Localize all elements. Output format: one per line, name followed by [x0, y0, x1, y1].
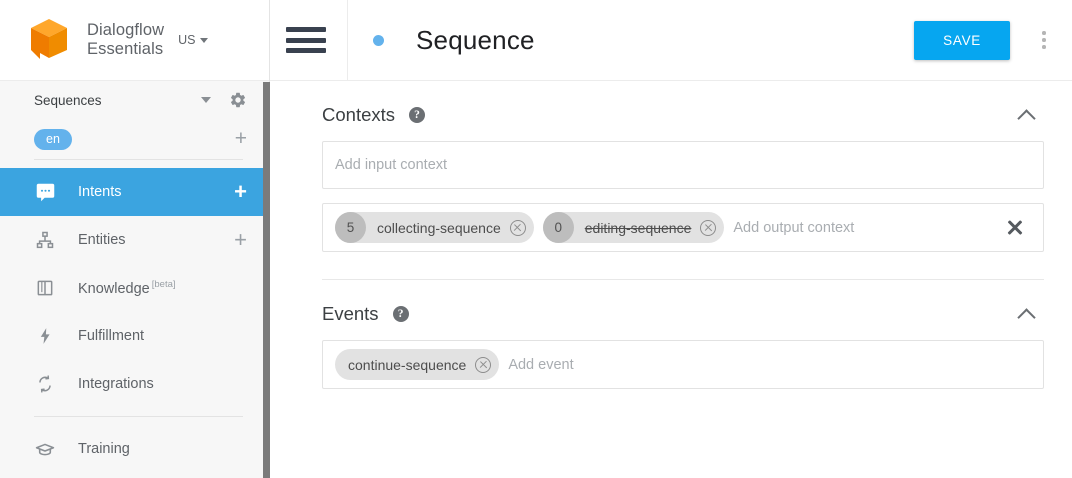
chat-bubble-icon: [34, 181, 56, 203]
event-placeholder: Add event: [508, 356, 574, 373]
chevron-up-icon[interactable]: [1018, 305, 1036, 323]
events-section-header: Events ?: [322, 280, 1044, 340]
sidebar-item-label: Entities: [78, 232, 126, 248]
top-bar: Sequence SAVE: [270, 0, 1072, 81]
intent-editor-content: Contexts ? Add input context 5 collectin…: [270, 81, 1072, 389]
context-lifespan-badge: 0: [542, 212, 574, 243]
lightning-bolt-icon: [34, 325, 56, 347]
event-chip[interactable]: continue-sequence: [335, 349, 500, 380]
agent-name: Sequences: [34, 92, 102, 108]
beta-badge: [beta]: [151, 279, 176, 291]
sidebar-item-integrations[interactable]: Integrations: [0, 360, 269, 408]
chevron-down-icon: [199, 37, 208, 43]
sidebar-scrollbar[interactable]: [263, 82, 270, 478]
sidebar-divider: [34, 159, 243, 160]
event-name: continue-sequence: [348, 356, 467, 373]
chevron-down-icon[interactable]: [201, 97, 211, 103]
main-panel: Sequence SAVE Contexts ? Add input conte…: [270, 0, 1072, 478]
brand-title: Dialogflow Essentials: [87, 21, 164, 59]
agent-selector-row[interactable]: Sequences: [0, 81, 269, 119]
brand-line-1: Dialogflow: [87, 21, 165, 39]
add-language-button[interactable]: +: [234, 127, 247, 150]
sidebar-item-label: Fulfillment: [78, 328, 145, 344]
context-lifespan-badge: 5: [335, 212, 366, 243]
sidebar-item-fulfillment[interactable]: Fulfillment: [0, 312, 269, 360]
language-pill-en[interactable]: en: [34, 128, 72, 150]
help-circle-icon[interactable]: ?: [392, 306, 409, 322]
output-context-field[interactable]: 5 collecting-sequence 0 editing-sequence…: [322, 203, 1044, 252]
region-selector[interactable]: US: [178, 33, 208, 47]
add-entity-button[interactable]: +: [234, 227, 247, 252]
help-circle-icon[interactable]: ?: [409, 107, 426, 123]
graduation-cap-icon: [34, 438, 56, 460]
section-title: Contexts: [322, 104, 396, 125]
sidebar-nav-divider: [34, 416, 243, 417]
output-context-chip[interactable]: 0 editing-sequence: [542, 212, 725, 243]
sidebar-item-label: Training: [78, 441, 130, 457]
input-context-placeholder: Add input context: [335, 157, 448, 173]
events-field[interactable]: continue-sequence Add event: [322, 340, 1044, 389]
status-dot: [373, 34, 384, 46]
clear-all-icon[interactable]: [1005, 218, 1025, 238]
input-context-field[interactable]: Add input context: [322, 141, 1044, 189]
brand-line-2: Essentials: [87, 40, 164, 58]
dialogflow-cube-logo: [27, 17, 71, 63]
add-intent-button[interactable]: +: [234, 179, 247, 204]
contexts-section-header: Contexts ?: [322, 81, 1044, 141]
hierarchy-icon: [34, 229, 56, 251]
language-row: en +: [0, 119, 269, 159]
sync-arrows-icon: [34, 373, 56, 395]
kebab-menu-icon[interactable]: [1032, 25, 1056, 55]
chip-remove-icon[interactable]: [509, 219, 526, 236]
context-name: editing-sequence: [584, 219, 692, 236]
sidebar-item-intents[interactable]: Intents +: [0, 168, 269, 216]
book-icon: [34, 277, 56, 299]
region-label: US: [178, 33, 196, 47]
brand-header[interactable]: Dialogflow Essentials US: [0, 0, 269, 81]
chip-remove-icon[interactable]: [700, 219, 717, 236]
section-title: Events: [322, 303, 379, 324]
page-title: Sequence: [416, 24, 535, 55]
section-divider: [322, 279, 1044, 280]
chip-remove-icon[interactable]: [475, 356, 492, 373]
sidebar: Dialogflow Essentials US Sequences en: [0, 0, 270, 478]
output-context-chip[interactable]: 5 collecting-sequence: [335, 212, 534, 243]
hamburger-menu-icon[interactable]: [286, 27, 326, 53]
sidebar-item-entities[interactable]: Entities +: [0, 216, 269, 264]
topbar-divider: [347, 0, 348, 81]
sidebar-item-training[interactable]: Training: [0, 425, 269, 473]
sidebar-item-label: Knowledge[beta]: [78, 279, 176, 297]
gear-icon[interactable]: [229, 91, 247, 109]
sidebar-item-label: Integrations: [78, 376, 154, 392]
context-name: collecting-sequence: [377, 219, 501, 236]
save-button[interactable]: SAVE: [914, 20, 1010, 60]
output-context-placeholder: Add output context: [733, 219, 855, 236]
sidebar-item-label: Intents: [78, 184, 122, 200]
chevron-up-icon[interactable]: [1018, 106, 1036, 124]
sidebar-item-knowledge[interactable]: Knowledge[beta]: [0, 264, 269, 312]
sidebar-nav: Intents + Entities +: [0, 168, 269, 473]
